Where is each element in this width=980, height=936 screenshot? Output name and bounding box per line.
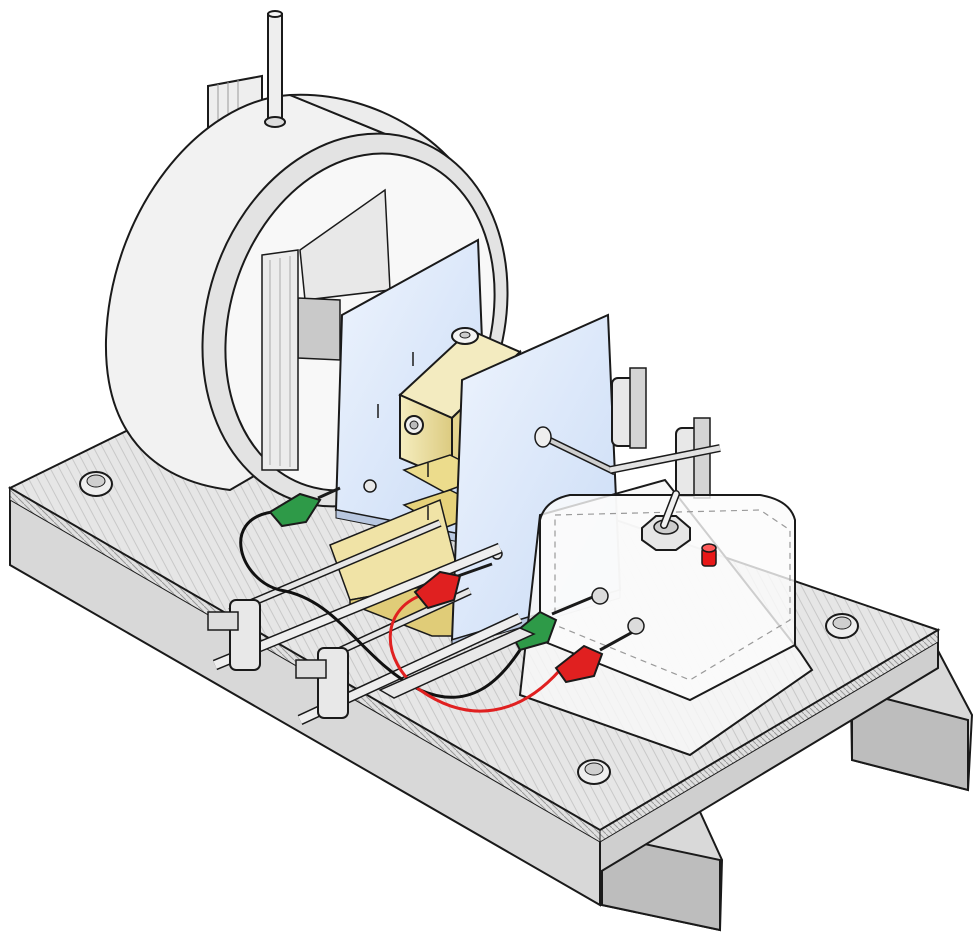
electrode-rod	[534, 426, 617, 476]
bracket-clamp-icon	[207, 599, 349, 719]
antenna-mast-icon	[264, 10, 286, 128]
wire-red	[388, 593, 562, 713]
alligator-clip-green-icon[interactable]	[268, 486, 609, 652]
battery-box-icon	[518, 478, 814, 757]
led-indicator-icon	[701, 543, 717, 567]
alligator-clip-red-icon[interactable]	[413, 562, 645, 684]
bracket-clamp-icon	[609, 367, 721, 499]
pontoon-hull-icon	[598, 638, 974, 932]
rail-rod	[212, 519, 523, 725]
toggle-switch-icon[interactable]	[641, 490, 691, 551]
deck-rail	[378, 627, 536, 699]
deck-screw-icon	[79, 471, 859, 785]
wire-black	[239, 510, 522, 699]
